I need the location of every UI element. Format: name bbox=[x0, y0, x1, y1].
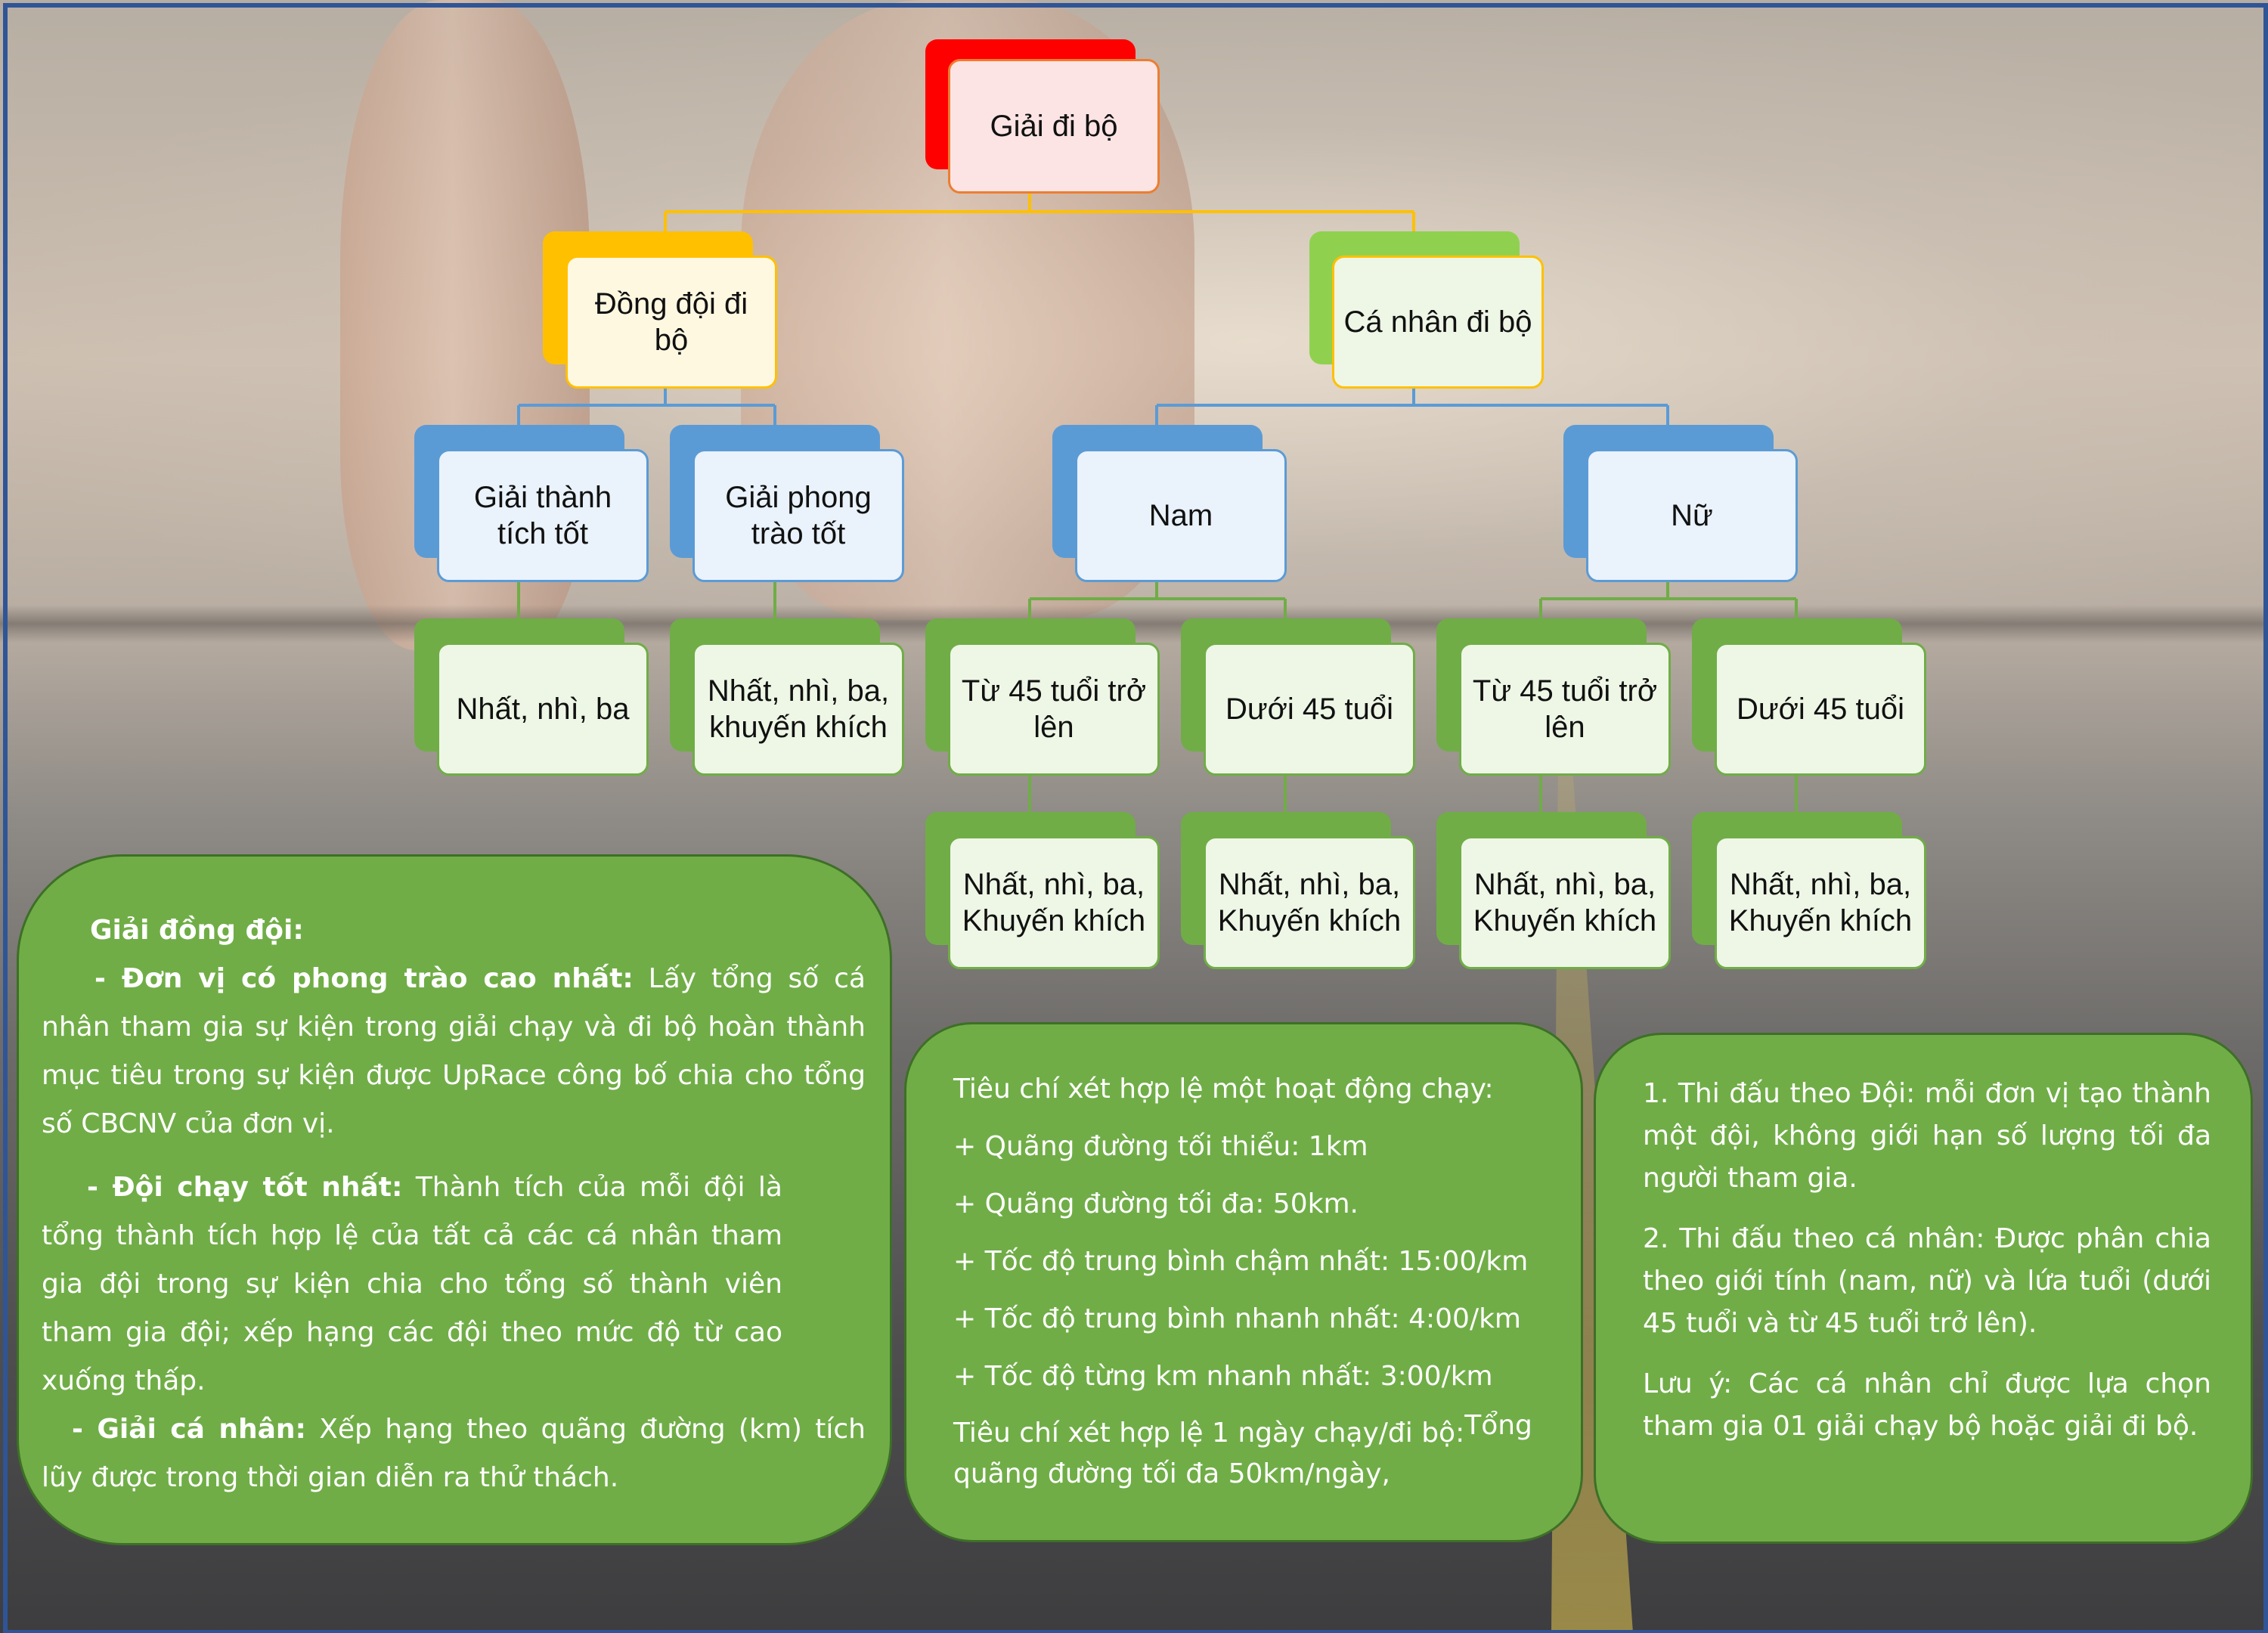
achievement-prize-label: Nhất, nhì, ba bbox=[437, 643, 649, 776]
female-45-plus-node: Từ 45 tuổi trở lên bbox=[1436, 618, 1671, 776]
movement-prize-node: Nhất, nhì, ba, khuyến khích bbox=[670, 618, 904, 776]
root-node: Giải đi bộ bbox=[925, 39, 1160, 194]
criteria-footer: Tiêu chí xét hợp lệ 1 ngày chạy/đi bộ: bbox=[953, 1418, 1465, 1449]
team-award-heading: Giải đồng đội: bbox=[90, 915, 304, 946]
female-under-45-label: Dưới 45 tuổi bbox=[1715, 643, 1926, 776]
individual-walk-node: Cá nhân đi bộ bbox=[1309, 231, 1544, 389]
movement-prize-label: Nhất, nhì, ba, khuyến khích bbox=[692, 643, 904, 776]
male-node: Nam bbox=[1052, 425, 1287, 582]
female-node: Nữ bbox=[1563, 425, 1798, 582]
male-under-45-prize-label: Nhất, nhì, ba, Khuyến khích bbox=[1204, 836, 1415, 969]
male-label: Nam bbox=[1075, 449, 1287, 582]
team-award-item2-label: - Đội chạy tốt nhất: bbox=[87, 1172, 403, 1203]
criteria-item: + Tốc độ trung bình nhanh nhất: 4:00/km bbox=[953, 1303, 1521, 1334]
male-45-plus-prize-label: Nhất, nhì, ba, Khuyến khích bbox=[948, 836, 1160, 969]
male-under-45-node: Dưới 45 tuổi bbox=[1181, 618, 1415, 776]
female-45-plus-prize-node: Nhất, nhì, ba, Khuyến khích bbox=[1436, 812, 1671, 969]
female-under-45-node: Dưới 45 tuổi bbox=[1692, 618, 1926, 776]
criteria-item: + Quãng đường tối thiểu: 1km bbox=[953, 1131, 1368, 1162]
male-under-45-label: Dưới 45 tuổi bbox=[1204, 643, 1415, 776]
criteria-footer-line2: quãng đường tối đa 50km/ngày, bbox=[953, 1458, 1390, 1489]
format-para-3: Lưu ý: Các cá nhân chỉ được lựa chọn tha… bbox=[1643, 1368, 2211, 1442]
criteria-heading: Tiêu chí xét hợp lệ một hoạt động chạy: bbox=[953, 1074, 1494, 1105]
team-award-item1-text: Lấy tổng số cá nhân tham gia sự kiện tro… bbox=[42, 963, 866, 1139]
format-para-2: 2. Thi đấu theo cá nhân: Được phân chia … bbox=[1643, 1223, 2211, 1339]
team-award-item3-label: - Giải cá nhân: bbox=[72, 1414, 306, 1445]
criteria-item: + Tốc độ từng km nhanh nhất: 3:00/km bbox=[953, 1361, 1493, 1392]
team-award-panel: Giải đồng đội: - Đơn vị có phong trào ca… bbox=[17, 854, 892, 1545]
female-45-plus-label: Từ 45 tuổi trở lên bbox=[1459, 643, 1671, 776]
criteria-footer-tail: Tổng bbox=[1464, 1410, 1532, 1441]
team-walk-node: Đồng đội đi bộ bbox=[543, 231, 777, 389]
team-award-item3-text: Xếp hạng theo quãng đường (km) tích lũy … bbox=[42, 1414, 866, 1493]
team-award-item2-text: Thành tích của mỗi đội là tổng thành tíc… bbox=[42, 1172, 782, 1396]
female-under-45-prize-label: Nhất, nhì, ba, Khuyến khích bbox=[1715, 836, 1926, 969]
female-under-45-prize-node: Nhất, nhì, ba, Khuyến khích bbox=[1692, 812, 1926, 969]
male-45-plus-prize-node: Nhất, nhì, ba, Khuyến khích bbox=[925, 812, 1160, 969]
team-walk-label: Đồng đội đi bộ bbox=[565, 256, 777, 389]
female-label: Nữ bbox=[1586, 449, 1798, 582]
male-45-plus-node: Từ 45 tuổi trở lên bbox=[925, 618, 1160, 776]
movement-award-label: Giải phong trào tốt bbox=[692, 449, 904, 582]
format-para-1: 1. Thi đấu theo Đội: mỗi đơn vị tạo thàn… bbox=[1643, 1078, 2211, 1194]
achievement-award-label: Giải thành tích tốt bbox=[437, 449, 649, 582]
movement-award-node: Giải phong trào tốt bbox=[670, 425, 904, 582]
criteria-item: + Quãng đường tối đa: 50km. bbox=[953, 1188, 1359, 1219]
individual-walk-label: Cá nhân đi bộ bbox=[1332, 256, 1544, 389]
male-under-45-prize-node: Nhất, nhì, ba, Khuyến khích bbox=[1181, 812, 1415, 969]
achievement-prize-node: Nhất, nhì, ba bbox=[414, 618, 649, 776]
root-label: Giải đi bộ bbox=[948, 59, 1160, 194]
team-award-item1-label: - Đơn vị có phong trào cao nhất: bbox=[94, 963, 634, 994]
female-45-plus-prize-label: Nhất, nhì, ba, Khuyến khích bbox=[1459, 836, 1671, 969]
achievement-award-node: Giải thành tích tốt bbox=[414, 425, 649, 582]
validity-criteria-panel: Tiêu chí xét hợp lệ một hoạt động chạy: … bbox=[904, 1022, 1583, 1542]
criteria-item: + Tốc độ trung bình chậm nhất: 15:00/km bbox=[953, 1246, 1529, 1277]
competition-format-panel: 1. Thi đấu theo Đội: mỗi đơn vị tạo thàn… bbox=[1594, 1033, 2253, 1544]
male-45-plus-label: Từ 45 tuổi trở lên bbox=[948, 643, 1160, 776]
